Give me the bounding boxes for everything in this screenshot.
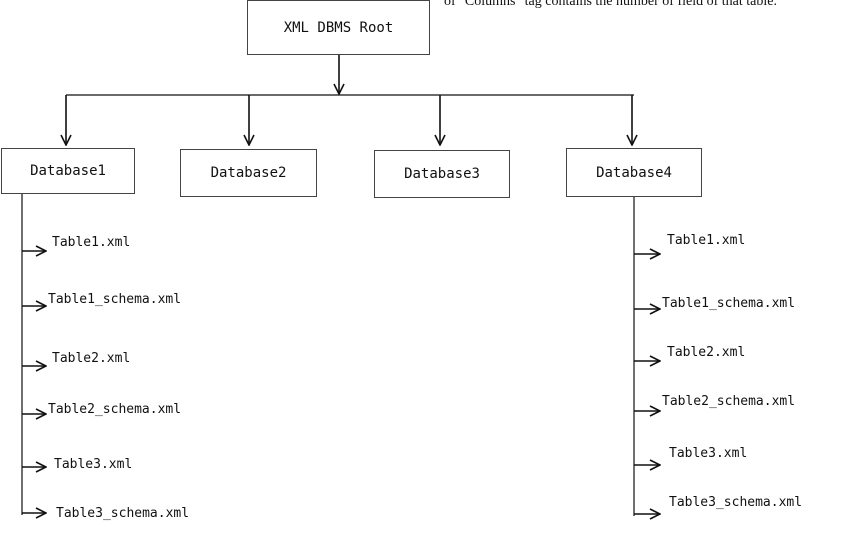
db1-file-table1: Table1.xml	[52, 235, 131, 250]
database3-node: Database3	[374, 150, 510, 198]
db4-file-table1-schema: Table1_schema.xml	[662, 296, 796, 311]
db1-file-table3: Table3.xml	[54, 457, 133, 472]
db4-file-table3: Table3.xml	[669, 446, 748, 461]
root-node: XML DBMS Root	[247, 0, 430, 55]
database4-node: Database4	[566, 148, 702, 197]
db4-file-table3-schema: Table3_schema.xml	[669, 495, 803, 510]
db1-file-table1-schema: Table1_schema.xml	[48, 292, 182, 307]
db1-file-table2: Table2.xml	[52, 351, 131, 366]
db4-file-table1: Table1.xml	[667, 233, 746, 248]
db1-file-table3-schema: Table3_schema.xml	[56, 506, 190, 521]
db4-file-table2-schema: Table2_schema.xml	[662, 394, 796, 409]
caption-note: of "Columns" tag contains the number of …	[444, 0, 777, 9]
database1-node: Database1	[1, 148, 135, 194]
database2-node: Database2	[180, 149, 317, 197]
db4-file-table2: Table2.xml	[667, 345, 746, 360]
db1-file-table2-schema: Table2_schema.xml	[48, 402, 182, 417]
